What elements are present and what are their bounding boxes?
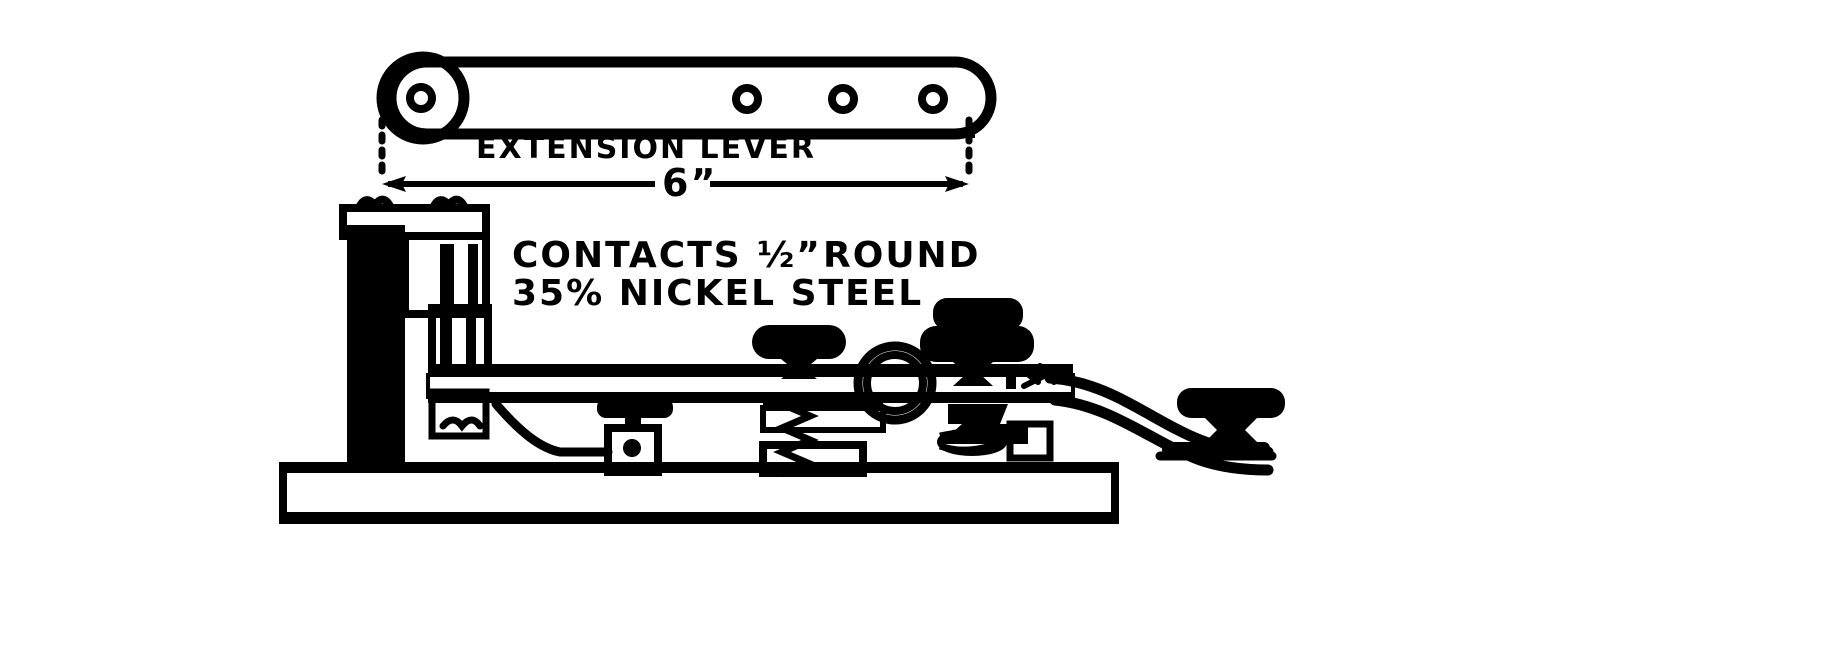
base-plate [279, 462, 1119, 524]
terminal-screw-right [429, 195, 469, 212]
knob-disc [1177, 388, 1285, 418]
tension-spring [773, 400, 820, 478]
knurled-thumbnut-right [920, 326, 1034, 362]
knurled-thumbnut-left [752, 325, 846, 359]
finger-knob [1155, 388, 1285, 461]
trunnion-pivot [853, 341, 937, 425]
pivot-hole [406, 83, 436, 113]
dimension-label: 6” [662, 161, 717, 205]
dimension-6in: 6” [378, 116, 973, 205]
circuit-closer [597, 398, 673, 476]
lever-hub [376, 51, 470, 145]
contacts-callout: CONTACTS ½” ROUND 35% NICKEL STEEL [512, 235, 981, 314]
contacts-text-b: ROUND [823, 235, 981, 276]
adjust-hole-2 [828, 84, 858, 114]
contacts-text-a: CONTACTS [512, 235, 742, 276]
nickel-steel-text: 35% NICKEL STEEL [512, 273, 923, 314]
extension-lever [376, 51, 997, 145]
terminal-screw-left [355, 195, 395, 212]
contact-adjust-screw [920, 298, 1054, 462]
knurled-cap-top [933, 298, 1023, 330]
adjust-hole-1 [732, 84, 762, 114]
knurled-nut-closer [597, 398, 673, 418]
adjust-hole-3 [918, 84, 948, 114]
dimension-arrow-left [382, 176, 406, 192]
left-post [339, 195, 492, 470]
dimension-arrow-right [945, 176, 969, 192]
contacts-fraction: ½” [757, 235, 822, 276]
connecting-wire-left [491, 399, 613, 457]
extension-lever-label: EXTENSION LEVER [476, 131, 816, 166]
